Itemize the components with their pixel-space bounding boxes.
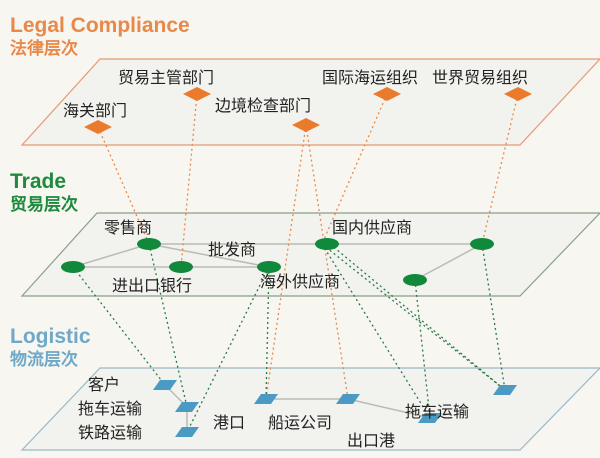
link xyxy=(481,93,519,245)
diamond-node-customs[interactable] xyxy=(84,120,112,134)
ellipse-node-overseas-supplier[interactable] xyxy=(403,274,427,286)
ellipse-node[interactable] xyxy=(61,261,85,273)
link xyxy=(321,93,388,245)
link xyxy=(148,243,270,268)
ellipse-node[interactable] xyxy=(315,238,339,250)
trade-links xyxy=(72,243,506,433)
square-node-port[interactable] xyxy=(254,394,278,404)
square-node-customer[interactable] xyxy=(153,380,177,390)
node-label: 拖车运输 xyxy=(405,402,469,421)
node-label: 世界贸易组织 xyxy=(432,68,528,87)
square-node-shipping-company[interactable] xyxy=(336,394,360,404)
trade-nodes xyxy=(61,238,494,286)
node-label: 国内供应商 xyxy=(332,218,412,237)
link xyxy=(347,398,431,419)
legal-title-en: Legal Compliance xyxy=(10,14,190,37)
node-label: 港口 xyxy=(213,413,245,432)
logistic-nodes xyxy=(153,380,517,437)
link xyxy=(265,124,307,400)
trade-plane xyxy=(20,212,600,297)
link xyxy=(414,243,483,281)
node-label: 铁路运输 xyxy=(78,423,142,442)
node-label: 批发商 xyxy=(208,240,256,259)
legal-links xyxy=(97,93,519,400)
node-label: 海关部门 xyxy=(63,101,127,120)
link xyxy=(97,126,150,245)
node-label: 客户 xyxy=(88,375,120,394)
legal-nodes xyxy=(84,87,532,134)
node-label: 进出口银行 xyxy=(112,276,192,295)
link xyxy=(180,93,198,268)
node-label: 边境检查部门 xyxy=(215,96,311,115)
node-label: 船运公司 xyxy=(268,413,332,432)
link xyxy=(265,266,270,400)
ellipse-node-domestic-supplier[interactable] xyxy=(470,238,494,250)
diamond-node-trade-authority[interactable] xyxy=(183,87,211,101)
node-label: 出口港 xyxy=(347,431,395,450)
node-label: 海外供应商 xyxy=(260,272,340,291)
trade-title-en: Trade xyxy=(10,170,66,193)
link xyxy=(321,243,506,391)
ellipse-node-wholesaler[interactable] xyxy=(257,261,281,273)
link xyxy=(72,243,150,268)
square-node-trucking[interactable] xyxy=(175,402,199,412)
node-label: 零售商 xyxy=(104,218,152,237)
diamond-node-imo[interactable] xyxy=(373,87,401,101)
ellipse-node-export-bank[interactable] xyxy=(169,261,193,273)
node-label: 拖车运输 xyxy=(78,399,142,418)
link xyxy=(305,124,349,400)
ellipse-node-retailer[interactable] xyxy=(137,238,161,250)
logistic-title-en: Logistic xyxy=(10,325,91,348)
square-node-trucking-right[interactable] xyxy=(493,385,517,395)
node-label: 国际海运组织 xyxy=(322,68,418,87)
trade-title-zh: 贸易层次 xyxy=(10,194,78,214)
legal-title-zh: 法律层次 xyxy=(10,38,78,58)
square-node-export-port[interactable] xyxy=(418,413,442,423)
square-node-rail[interactable] xyxy=(175,427,199,437)
link xyxy=(186,266,270,433)
diamond-node-border-inspection[interactable] xyxy=(292,118,320,132)
link xyxy=(321,243,431,419)
legal-plane xyxy=(20,58,600,146)
link xyxy=(414,279,431,419)
logistic-title-zh: 物流层次 xyxy=(10,349,78,369)
node-label: 贸易主管部门 xyxy=(118,68,214,87)
diamond-node-wto[interactable] xyxy=(504,87,532,101)
